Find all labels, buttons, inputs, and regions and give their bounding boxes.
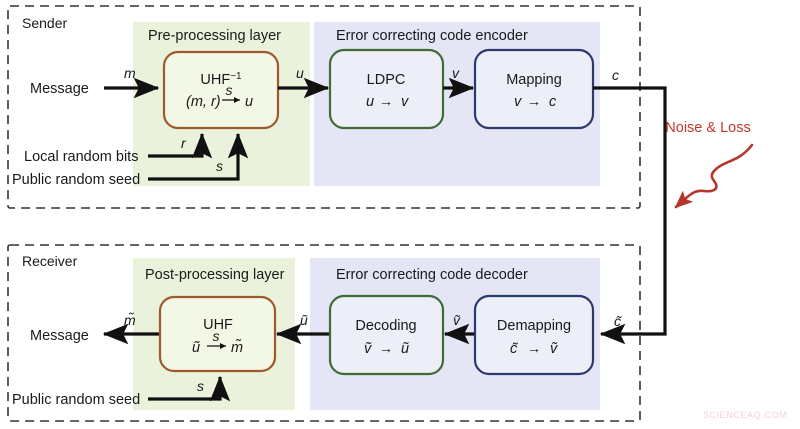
block-uhf-formula-left: ũ: [192, 340, 200, 356]
block-uhf-arrow-head: [220, 343, 226, 349]
panel-title-pre-processing: Pre-processing layer: [148, 28, 281, 44]
arrow-receiver-seed-to-uhf: [148, 375, 231, 402]
block-ldpc[interactable]: [328, 48, 445, 130]
block-uhf-inverse-arrow-label: s: [226, 82, 233, 98]
block-decoding-formula-right: ũ: [401, 341, 409, 357]
receiver-section-border: [7, 244, 641, 422]
signal-label-s-receiver: s: [197, 378, 204, 394]
watermark: SCIENCEAQ.COM: [703, 410, 787, 420]
block-mapping[interactable]: [473, 48, 595, 130]
signal-label-u-tilde: ũ: [300, 312, 308, 328]
block-mapping-formula-arrow: →: [527, 94, 542, 110]
block-mapping-formula-left: v: [514, 94, 522, 110]
block-uhf-title: UHF: [203, 317, 233, 333]
arrow-public-random-seed-to-uhf-inverse: [148, 132, 249, 181]
block-mapping-formula-right: c: [549, 94, 557, 110]
block-uhf-inverse-arrow-head: [234, 97, 240, 103]
noise-loss-squiggle-arrow: [674, 143, 754, 209]
signal-label-c: c: [612, 67, 619, 83]
label-sender-message: Message: [30, 81, 89, 97]
block-demapping-formula-arrow: →: [527, 341, 542, 357]
receiver-section-label: Receiver: [22, 253, 78, 269]
channel-path-c: [593, 86, 667, 345]
signal-label-u: u: [296, 65, 304, 81]
block-ldpc-title: LDPC: [367, 72, 406, 88]
signal-label-c-tilde: c̃: [614, 313, 622, 329]
block-decoding[interactable]: [328, 294, 445, 376]
block-mapping-title: Mapping: [506, 72, 562, 88]
label-receiver-message: Message: [30, 328, 89, 344]
signal-label-m-tilde: m̃: [124, 312, 136, 328]
block-decoding-formula-left: ṽ: [364, 341, 372, 357]
panel-title-ecc-decoder: Error correcting code decoder: [336, 267, 528, 283]
signal-label-s: s: [216, 158, 223, 174]
block-demapping-formula-left: c̃: [510, 341, 518, 357]
signal-label-r: r: [181, 135, 187, 151]
block-uhf-inverse[interactable]: [162, 50, 280, 130]
block-uhf-inverse-title: UHF−1: [200, 71, 242, 88]
block-uhf-formula-right: m̃: [231, 339, 243, 356]
block-demapping-formula-right: ṽ: [550, 341, 558, 357]
signal-label-v: v: [452, 65, 460, 81]
label-public-random-seed: Public random seed: [12, 172, 140, 188]
block-uhf-inverse-formula-right: u: [245, 94, 253, 110]
block-ldpc-formula-right: v: [401, 94, 409, 110]
signal-label-v-tilde: ṽ: [453, 312, 461, 328]
panel-title-ecc-encoder: Error correcting code encoder: [336, 28, 528, 44]
signal-label-m: m: [124, 65, 136, 81]
arrow-local-random-bits-to-uhf-inverse: [148, 132, 213, 159]
annotation-noise-loss: Noise & Loss: [665, 120, 750, 136]
label-local-random-bits: Local random bits: [24, 149, 138, 165]
block-uhf-inverse-formula-left: (m, r): [186, 94, 221, 110]
block-uhf-arrow-label: s: [213, 328, 220, 344]
label-receiver-public-random-seed: Public random seed: [12, 392, 140, 408]
block-demapping-title: Demapping: [497, 318, 571, 334]
block-decoding-title: Decoding: [355, 318, 416, 334]
block-decoding-formula-arrow: →: [379, 341, 394, 357]
block-demapping[interactable]: [473, 294, 595, 376]
panel-title-post-processing: Post-processing layer: [145, 267, 285, 283]
sender-section-label: Sender: [22, 15, 67, 31]
block-uhf[interactable]: [158, 295, 277, 373]
sender-section-border: [7, 5, 641, 209]
block-ldpc-formula-left: u: [366, 94, 374, 110]
block-ldpc-formula-arrow: →: [379, 94, 394, 110]
